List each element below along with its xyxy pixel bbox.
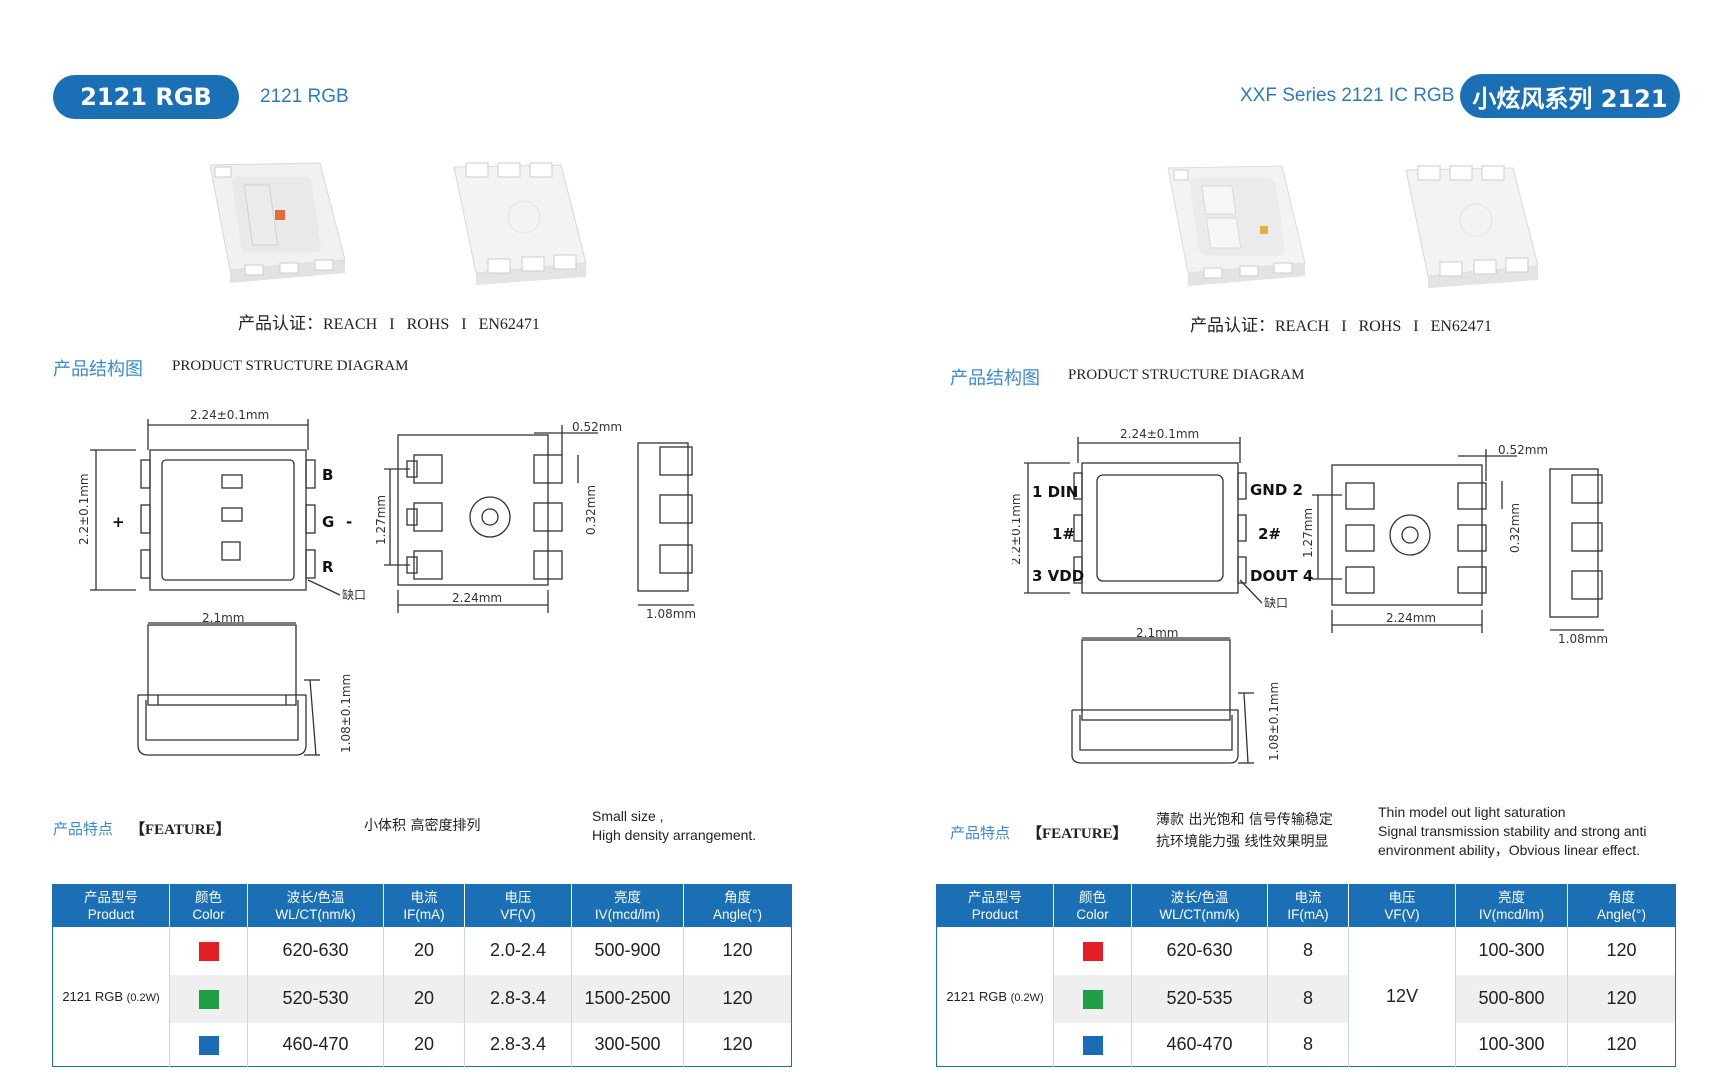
green-swatch [198,989,219,1009]
right-title-pill: 小炫风系列 2121 [1460,74,1680,118]
left-plus-label: + [112,513,125,531]
blue-swatch [1082,1035,1103,1055]
table-row: 520-535 8 500-800 120 [937,974,1676,1023]
left-dim-profile-depth: 1.08mm [646,607,696,621]
left-pin-r: R [322,558,334,576]
left-pin-b: B [322,466,333,484]
right-feature-text-cn: 薄款 出光饱和 信号传输稳定 抗环境能力强 线性效果明显 [1156,812,1333,850]
voltage-cell: 12V [1348,926,1456,1067]
right-feature-text-en: Thin model out light saturation Signal t… [1378,804,1647,858]
left-notch-label: 缺口 [342,587,366,602]
left-title-pill: 2121 RGB [53,75,239,119]
red-swatch [198,941,219,961]
right-dim-lower-height: 1.08±0.1mm [1267,682,1281,761]
right-dim-pad-pitch: 1.27mm [1301,508,1315,558]
left-dim-pad-width: 0.52mm [572,420,622,434]
right-pin-2-num: 2# [1258,525,1281,543]
cert-reach: REACH [1275,318,1330,335]
right-pin-gnd-2: GND 2 [1250,481,1303,499]
table-row: 520-530 20 2.8-3.4 1500-2500 120 [53,974,792,1023]
right-dim-bottom-width: 2.24mm [1386,611,1436,625]
table-row: 2121 RGB (0.2W) 620-630 8 12V 100-300 12… [936,926,1676,1067]
right-feature-title-cn: 产品特点 [950,824,1011,842]
cert-reach: REACH [323,316,378,333]
right-pin-3-vdd: 3 VDD [1032,567,1084,585]
product-cell: 2121 RGB (0.2W) [936,926,1054,1067]
right-dim-side-height: 2.2±0.1mm [1012,493,1023,565]
right-feature-title-en: 【FEATURE】 [1027,826,1128,842]
left-dim-lower-height: 1.08±0.1mm [339,674,353,753]
left-subtitle: 2121 RGB [260,86,349,107]
left-dim-pad-pitch: 1.27mm [374,495,388,545]
right-dim-pad-height: 0.32mm [1508,503,1522,553]
left-feature-text-en: Small size , High density arrangement. [592,808,757,843]
cert-en62471: EN62471 [478,316,540,333]
right-pin-dout-4: DOUT 4 [1250,567,1313,585]
left-dim-top-width: 2.24±0.1mm [190,408,269,422]
table-row: 460-470 20 2.8-3.4 300-500 120 [53,1022,792,1067]
left-product-photo-front [209,162,346,283]
left-minus-label: - [346,513,352,531]
left-title: 2121 RGB [80,83,212,111]
right-structure-title-cn: 产品结构图 [950,368,1040,389]
left-dim-bottom-width: 2.24mm [452,591,502,605]
table-row: 2121 RGB (0.2W) 620-630 20 2.0-2.4 500-9… [52,926,792,1067]
green-swatch [1082,989,1103,1009]
right-dim-lower-width: 2.1mm [1136,626,1178,640]
left-feature-text-cn: 小体积 高密度排列 [364,818,481,834]
left-dim-pad-height: 0.32mm [584,485,598,535]
right-dim-top-width: 2.24±0.1mm [1120,427,1199,441]
left-structure-title-cn: 产品结构图 [53,359,143,380]
left-structure-title-en: PRODUCT STRUCTURE DIAGRAM [172,358,409,374]
right-dim-pad-width: 0.52mm [1498,443,1548,457]
cert-rohs: ROHS [1358,318,1402,335]
right-dim-profile-depth: 1.08mm [1558,632,1608,646]
right-pin-1-din: 1 DIN [1032,483,1078,501]
right-pin-1-num: 1# [1052,525,1075,543]
cert-rohs: ROHS [406,316,450,333]
right-structure-diagram: 2.24±0.1mm 2.2±0.1mm 1 DIN 1# 3 VDD GND … [1012,427,1608,764]
right-structure-title-en: PRODUCT STRUCTURE DIAGRAM [1068,367,1305,383]
red-swatch [1082,941,1103,961]
cert-en62471: EN62471 [1430,318,1492,335]
right-product-photo-back [1405,165,1539,288]
product-cell: 2121 RGB (0.2W) [52,926,170,1067]
right-title: 小炫风系列 2121 [1472,84,1668,113]
right-notch-label: 缺口 [1264,595,1288,610]
right-product-photo-front [1167,165,1306,286]
blue-swatch [198,1035,219,1055]
left-dim-lower-width: 2.1mm [202,611,244,625]
left-feature-title-en: 【FEATURE】 [130,822,231,838]
right-subtitle: XXF Series 2121 IC RGB [1240,85,1455,106]
left-structure-diagram: 2.24±0.1mm 2.2±0.1mm + B G - R 缺口 0.52mm… [78,408,696,756]
left-product-photo-back [453,162,587,285]
left-pin-g: G [322,513,334,531]
left-feature-title-cn: 产品特点 [53,820,114,838]
table-row: 460-470 8 100-300 120 [937,1022,1676,1067]
left-dim-side-height: 2.2±0.1mm [78,473,91,545]
